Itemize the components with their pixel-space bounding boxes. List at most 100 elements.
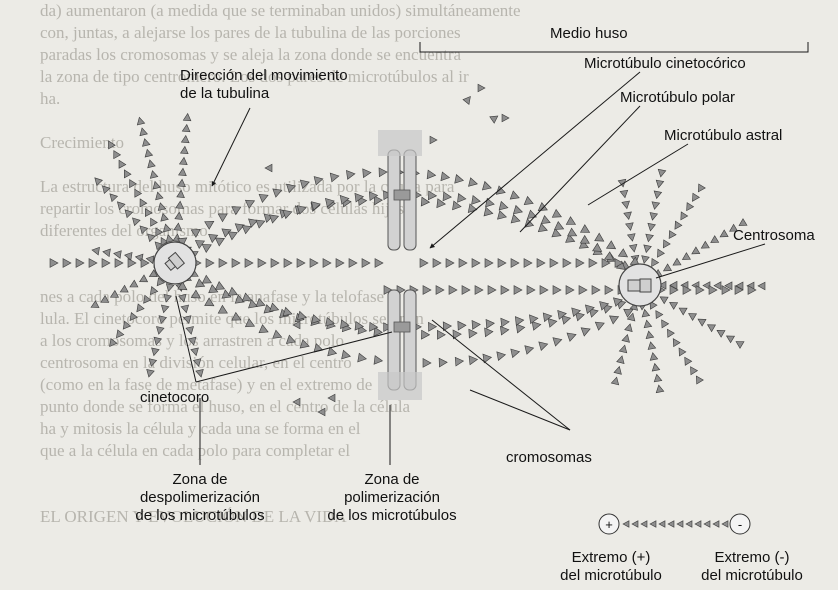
tubulin-arrowhead <box>655 179 665 189</box>
tubulin-arrowhead <box>695 375 704 385</box>
tubulin-arrowhead <box>626 233 636 242</box>
tubulin-arrowhead <box>179 145 189 155</box>
tubulin-arrowhead <box>122 320 132 330</box>
tubulin-arrowhead <box>649 300 658 310</box>
tubulin-arrowhead <box>669 302 679 310</box>
tubulin-arrowhead <box>101 258 111 268</box>
label-extremo-mas-line2: del microtúbulo <box>560 567 662 584</box>
tubulin-arrowhead <box>160 212 169 222</box>
tubulin-arrowhead <box>579 224 591 233</box>
centrosome-right <box>618 263 662 307</box>
tubulin-arrowhead <box>90 300 100 308</box>
tubulin-arrowhead <box>578 285 588 295</box>
tubulin-arrowhead <box>194 240 206 249</box>
tubulin-arrowhead <box>75 258 85 268</box>
tubulin-arrowhead <box>647 341 657 350</box>
label-extremo-menos-line2: del microtúbulo <box>701 567 803 584</box>
tubulin-arrowhead <box>270 258 280 268</box>
label-zona-despol-line2: despolimerización <box>140 489 260 506</box>
tubulin-arrowhead <box>512 204 524 215</box>
tubulin-arrowhead <box>181 123 191 133</box>
label-microtubulo-polar: Microtúbulo polar <box>620 89 735 106</box>
tubulin-arrowhead <box>269 214 280 224</box>
tubulin-arrowhead <box>477 83 486 93</box>
tubulin-arrowhead <box>241 292 252 302</box>
tubulin-arrowhead <box>592 242 603 252</box>
tubulin-arrowhead <box>296 310 307 321</box>
tubulin-arrowhead <box>221 289 232 299</box>
tubulin-arrowhead <box>454 356 465 367</box>
tubulin-arrowhead <box>116 201 126 211</box>
tubulin-arrowhead <box>676 520 684 528</box>
tubulin-arrowhead <box>482 353 493 364</box>
tubulin-arrowhead <box>244 258 254 268</box>
tubulin-arrowhead <box>286 183 297 194</box>
tubulin-arrowhead <box>657 248 665 258</box>
tubulin-arrowhead <box>108 140 116 150</box>
tubulin-arrowhead <box>94 177 103 187</box>
tubulin-arrowhead <box>703 520 711 528</box>
tubulin-arrowhead <box>567 227 578 237</box>
tubulin-arrowhead <box>645 233 654 243</box>
tubulin-arrowhead <box>710 235 720 243</box>
tubulin-arrowhead <box>218 258 228 268</box>
tubulin-arrowhead <box>180 134 190 144</box>
tubulin-arrowhead <box>489 115 499 124</box>
tubulin-arrowhead <box>432 258 442 268</box>
tubulin-arrowhead <box>146 368 155 378</box>
label-microtubulo-cinetocorico: Microtúbulo cinetocórico <box>584 55 746 72</box>
tubulin-arrowhead <box>114 258 124 268</box>
tubulin-arrowhead <box>422 285 432 295</box>
tubulin-arrowhead <box>258 193 269 203</box>
tubulin-arrowhead <box>643 319 653 329</box>
tubulin-arrowhead <box>724 281 733 291</box>
tubulin-arrowhead <box>244 318 256 328</box>
tubulin-arrowhead <box>299 339 310 349</box>
tubulin-arrowhead <box>217 304 228 314</box>
tubulin-arrowhead <box>641 308 651 318</box>
tubulin-arrowhead <box>217 213 228 223</box>
tubulin-arrowhead <box>694 520 702 528</box>
tubulin-arrowhead <box>588 308 599 318</box>
tubulin-arrowhead <box>113 250 122 259</box>
tubulin-arrowhead <box>649 520 657 528</box>
tubulin-arrowhead <box>537 202 548 211</box>
tubulin-arrowhead <box>190 347 199 357</box>
tubulin-arrowhead <box>445 258 455 268</box>
tubulin-arrowhead <box>192 358 202 367</box>
tubulin-arrowhead <box>136 116 146 126</box>
tubulin-arrowhead <box>562 258 572 268</box>
tubulin-arrowhead <box>116 329 125 339</box>
tubulin-arrowhead <box>624 323 633 333</box>
label-zona-pol-line2: polimerización <box>344 489 440 506</box>
tubulin-arrowhead <box>668 230 677 240</box>
tubulin-arrowhead <box>139 198 148 208</box>
tubulin-arrowhead <box>599 301 610 311</box>
tubulin-arrowhead <box>119 284 129 293</box>
tubulin-arrowhead <box>669 280 678 290</box>
tubulin-arrowhead <box>631 520 639 528</box>
tubulin-arrowhead <box>561 315 572 325</box>
tubulin-arrowhead <box>296 205 307 215</box>
tubulin-arrowhead <box>591 285 601 295</box>
tubulin-arrowhead <box>604 285 614 295</box>
tubulin-arrowhead <box>497 258 507 268</box>
tubulin-arrowhead <box>619 189 629 199</box>
tubulin-arrowhead <box>695 285 705 295</box>
tubulin-arrowhead <box>187 336 197 346</box>
tubulin-arrowhead <box>174 211 184 220</box>
tubulin-arrowhead <box>510 348 521 359</box>
tubulin-arrowhead <box>195 368 204 378</box>
label-cromosomas: cromosomas <box>506 449 592 466</box>
label-cinetocoro: cinetocoro <box>140 389 209 406</box>
label-extremo-mas-line1: Extremo (+) <box>572 549 651 566</box>
tubulin-arrowhead <box>101 185 111 195</box>
label-zona-despol-line3: de los microtúbulos <box>135 507 264 524</box>
tubulin-arrowhead <box>649 212 659 221</box>
tubulin-arrowhead <box>712 520 720 528</box>
tubulin-arrowhead <box>231 206 242 216</box>
tubulin-arrowhead <box>542 312 553 323</box>
tubulin-arrowhead <box>322 258 332 268</box>
